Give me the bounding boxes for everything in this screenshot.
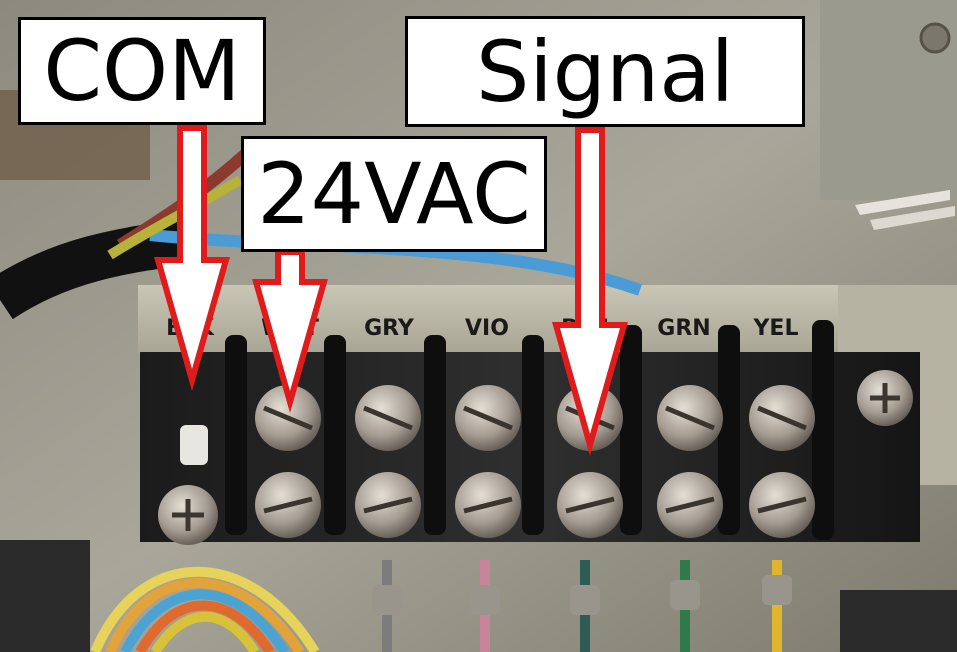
wire-ferrule xyxy=(180,425,208,465)
terminal-screw-slot xyxy=(565,496,615,514)
mount-screw-right-slot xyxy=(870,383,900,413)
24vac-callout-text: 24VAC xyxy=(257,145,531,243)
24vac-callout: 24VAC xyxy=(241,136,547,252)
terminal-label-gry: GRY xyxy=(364,316,415,341)
bottom-wires xyxy=(372,560,792,652)
terminal-separators xyxy=(225,320,834,540)
corner-screw xyxy=(919,22,951,54)
terminal-screw-slot xyxy=(363,405,413,431)
terminal-label-grn: GRN xyxy=(657,316,710,341)
terminal-screw-slot xyxy=(463,496,513,514)
com-callout-text: COM xyxy=(43,22,241,120)
lower-right-connector xyxy=(840,590,957,652)
terminal-label-vio: VIO xyxy=(465,316,509,341)
com-callout: COM xyxy=(18,17,266,125)
black-cable xyxy=(0,217,203,320)
terminal-screw-slot xyxy=(463,405,513,431)
terminal-screw-slot xyxy=(363,496,413,514)
signal-arrow xyxy=(552,127,628,457)
terminal-screw-slot xyxy=(757,496,807,514)
callout-arrows xyxy=(154,125,628,457)
ribbon-cable-bundle xyxy=(90,566,320,652)
heatsink-fins xyxy=(855,190,955,230)
signal-callout: Signal xyxy=(405,16,805,127)
terminal-screw-slot xyxy=(665,496,715,514)
terminal-screw-slot xyxy=(263,496,313,514)
green-yellow-wire-top xyxy=(107,175,243,260)
terminal-screw-slot xyxy=(665,405,715,431)
mount-screw-left-slot xyxy=(172,499,204,531)
terminal-label-yel: YEL xyxy=(753,316,799,341)
terminal-label-row: BLKWHTGRYVIOBLUGRNYEL xyxy=(166,316,798,341)
vac-arrow xyxy=(252,249,328,414)
terminal-screw-slot xyxy=(757,405,807,431)
com-arrow xyxy=(154,125,230,392)
lower-left-bracket xyxy=(0,540,90,652)
terminal-screw-slot xyxy=(263,405,313,431)
signal-callout-text: Signal xyxy=(475,22,735,121)
